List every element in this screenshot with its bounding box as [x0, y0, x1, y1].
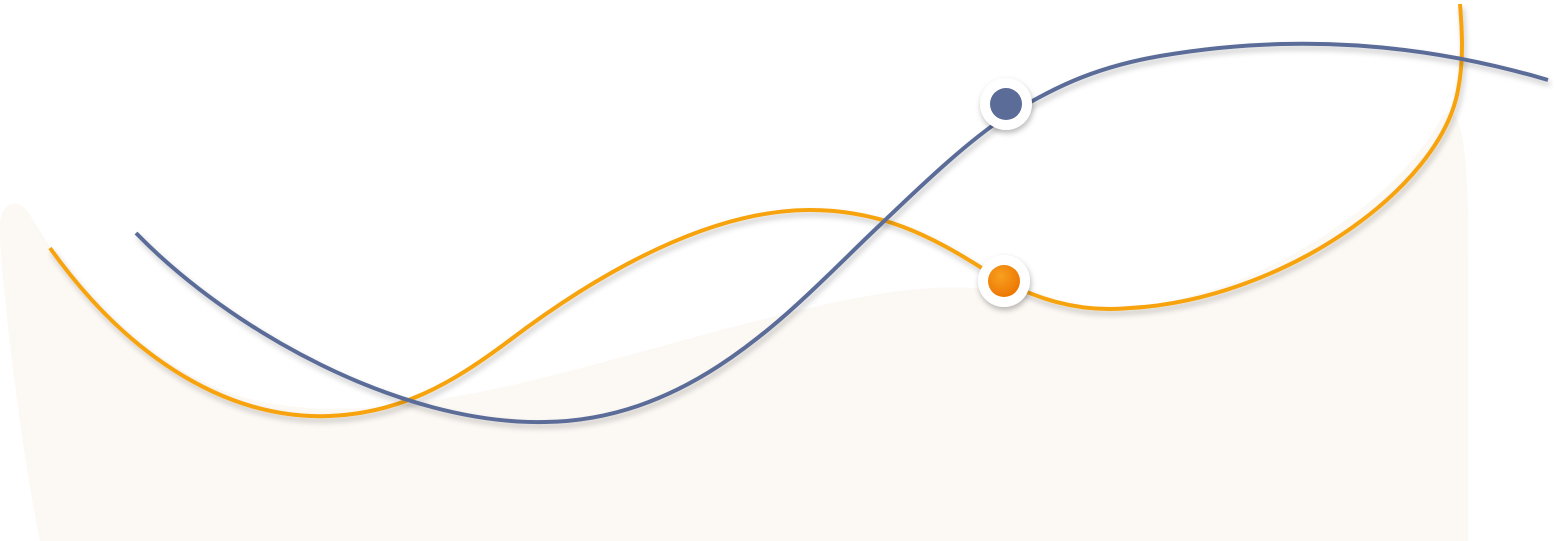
orange-marker — [978, 255, 1030, 307]
backdrop-blob — [0, 112, 1469, 541]
orange-marker-dot — [988, 265, 1020, 297]
orange-curve — [48, 3, 1464, 419]
blue-curve — [134, 41, 1549, 425]
blue-marker — [980, 78, 1032, 130]
blue-marker-dot — [990, 88, 1022, 120]
